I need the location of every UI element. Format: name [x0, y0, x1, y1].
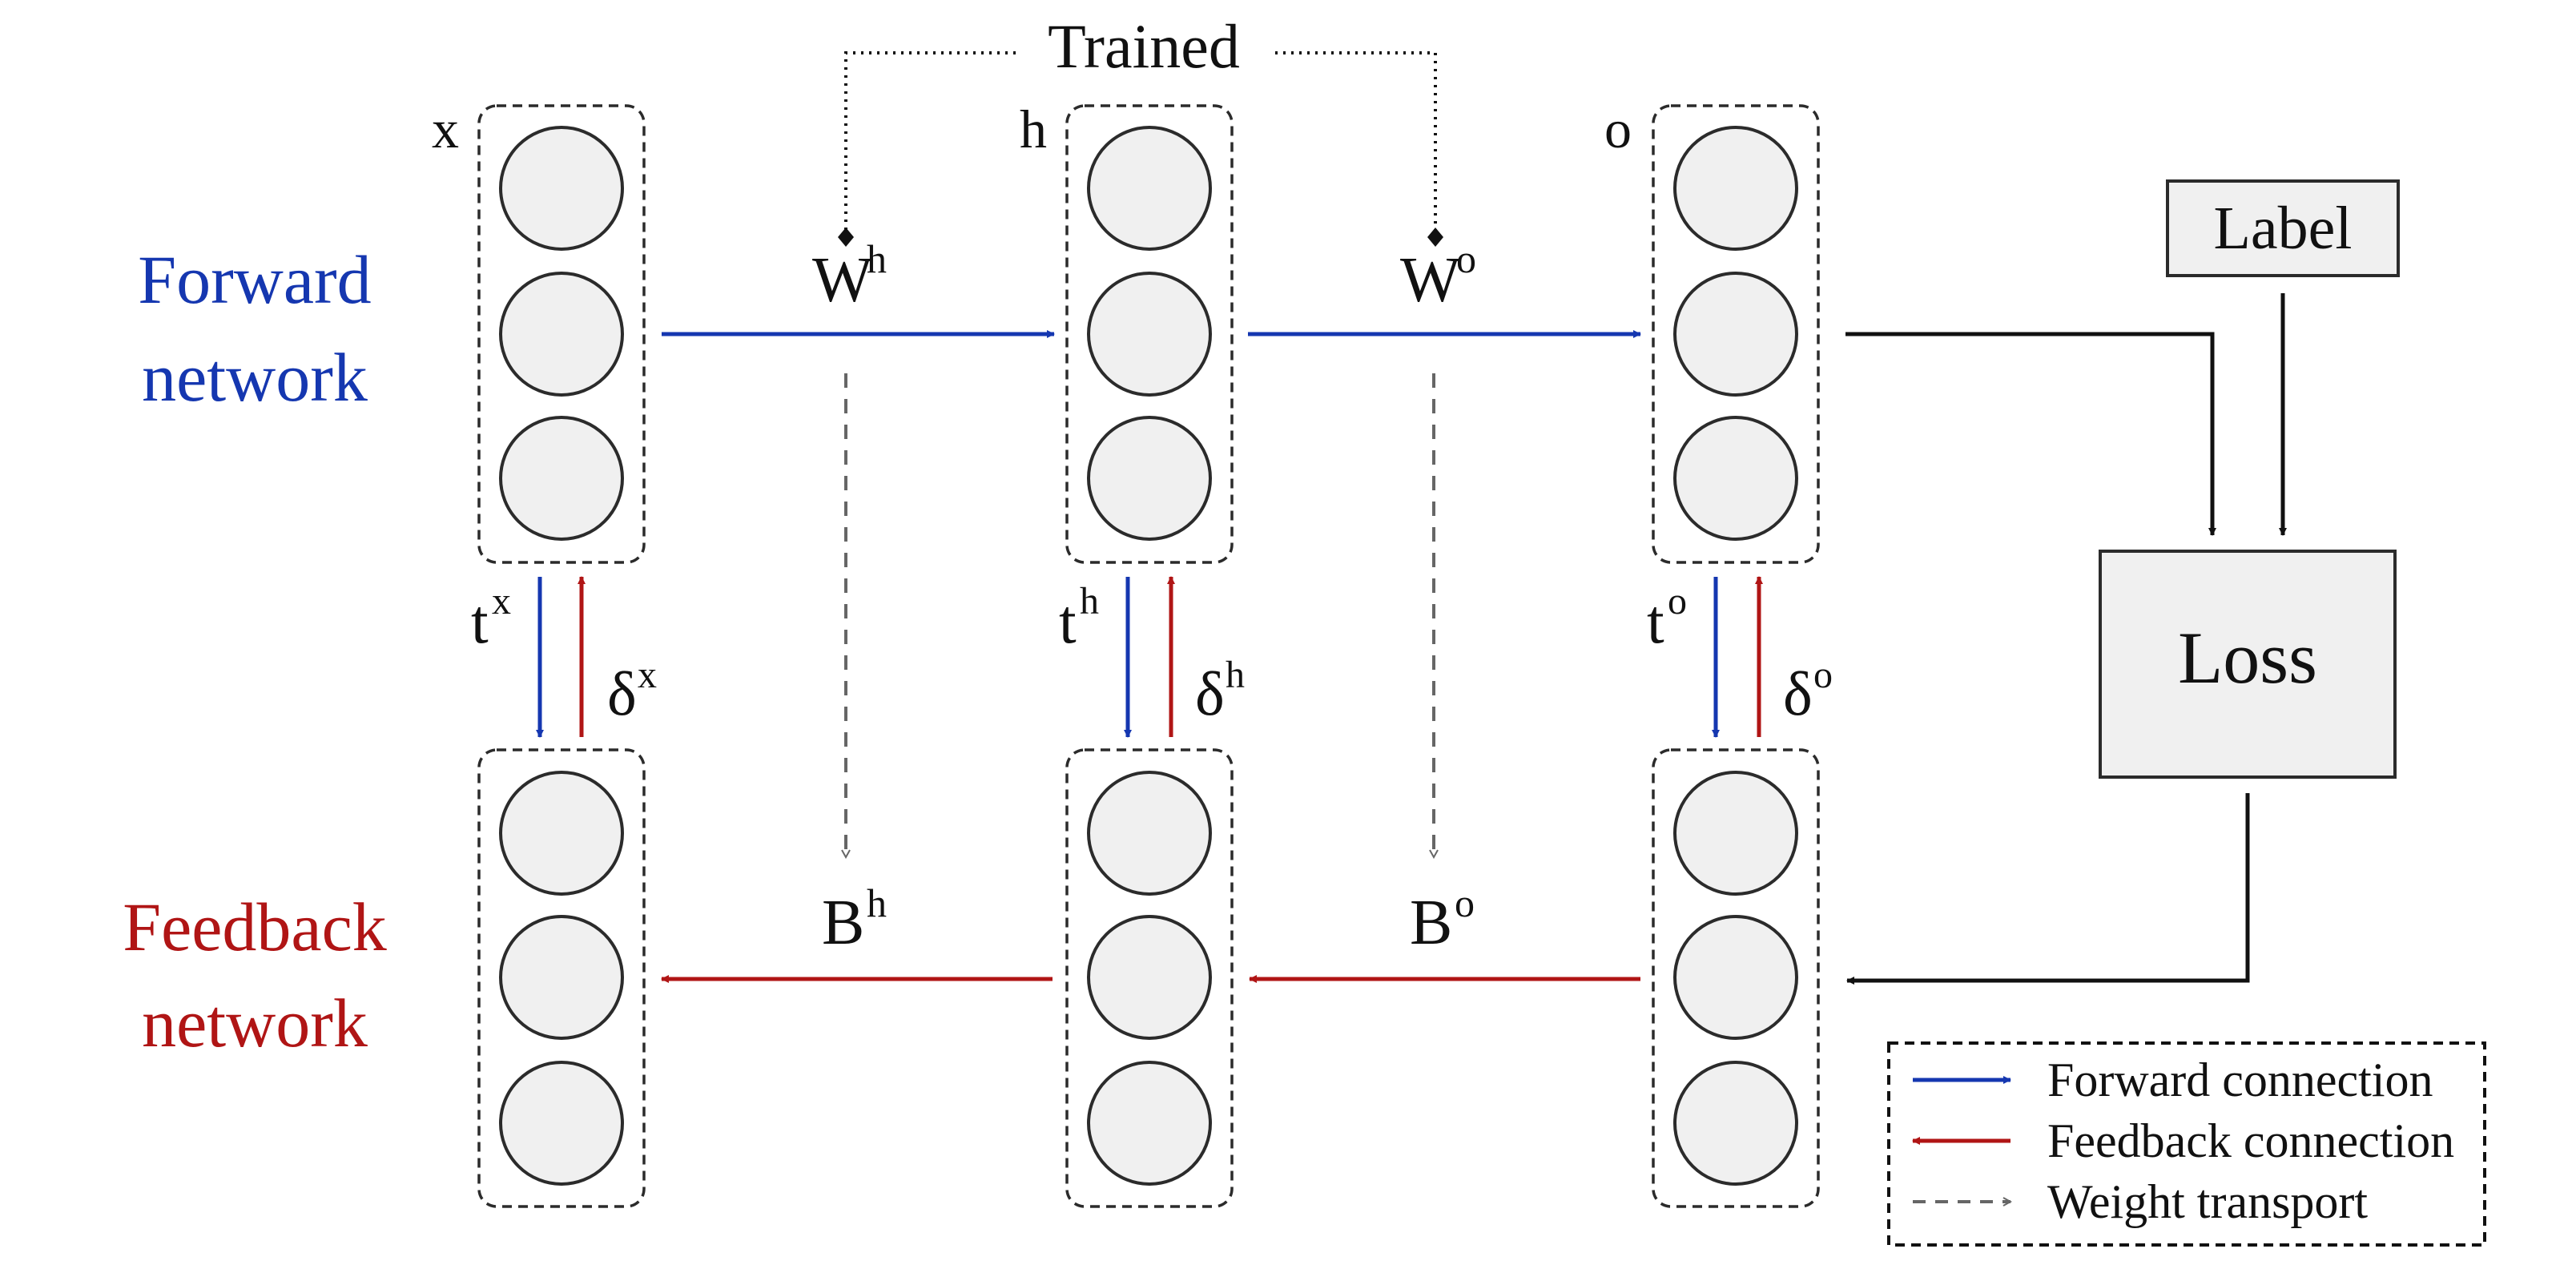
legend-label-feedback: Feedback connection	[2047, 1114, 2454, 1167]
target-h-base: t	[1059, 586, 1077, 656]
forward-network-title-line2: network	[142, 339, 368, 416]
neuron	[499, 1061, 624, 1186]
feedback-network-title-line1: Feedback	[123, 888, 387, 965]
weight-label-wh: W h	[812, 236, 887, 316]
layer-box	[1065, 104, 1234, 564]
neuron	[1673, 416, 1798, 541]
weight-wo-base: W	[1400, 245, 1461, 316]
delta-label-h: δ h	[1195, 654, 1245, 728]
label-box-text: Label	[2213, 195, 2352, 262]
forward-network-title-line1: Forward	[138, 241, 371, 318]
layer-box	[1065, 748, 1234, 1208]
feedback-layer-x	[477, 748, 646, 1208]
trained-dotted-line-left	[844, 51, 1016, 237]
weight-bh-sup: h	[867, 880, 887, 925]
legend-item-transport: Weight transport	[1913, 1175, 2368, 1228]
weight-label-wo: W o	[1400, 236, 1476, 316]
feedback-weight-label-bh: B h	[822, 880, 887, 958]
neuron	[1087, 915, 1212, 1040]
neuron	[499, 126, 624, 251]
target-h-sup: h	[1080, 580, 1099, 622]
neuron	[499, 416, 624, 541]
legend-label-transport: Weight transport	[2047, 1175, 2368, 1228]
diamond-marker-icon	[1427, 228, 1443, 247]
target-label-h: t h	[1059, 580, 1099, 656]
delta-o-sup: o	[1813, 654, 1833, 696]
target-x-sup: x	[492, 580, 511, 622]
loss-box-text: Loss	[2178, 617, 2317, 699]
trained-dotted-line-right	[1275, 51, 1437, 237]
neuron	[499, 771, 624, 896]
forward-layer-o	[1652, 104, 1820, 564]
neuron	[1087, 416, 1212, 541]
neuron	[1673, 771, 1798, 896]
forward-network-title: Forward network	[138, 241, 371, 416]
weight-wo-sup: o	[1456, 236, 1476, 281]
legend-label-forward: Forward connection	[2047, 1053, 2433, 1106]
feedback-network-title-line2: network	[142, 985, 368, 1062]
neuron	[1087, 272, 1212, 397]
loss-to-feedback-arrow	[1846, 793, 2250, 985]
weight-bh-base: B	[822, 888, 864, 958]
weight-wh-sup: h	[867, 236, 887, 281]
delta-x-sup: x	[638, 654, 657, 696]
loss-box: Loss	[2099, 550, 2397, 779]
delta-x-base: δ	[607, 659, 637, 728]
diamond-marker-icon	[838, 228, 854, 247]
neuron	[1673, 126, 1798, 251]
layer-box	[1652, 748, 1820, 1208]
legend-item-feedback: Feedback connection	[1912, 1114, 2454, 1167]
target-o-sup: o	[1668, 580, 1687, 622]
forward-layer-h	[1065, 104, 1234, 564]
feedback-layer-o	[1652, 748, 1820, 1208]
target-o-base: t	[1647, 586, 1664, 656]
target-label-x: t x	[471, 580, 511, 656]
weight-wh-base: W	[812, 245, 873, 316]
neuron	[1673, 1061, 1798, 1186]
label-box: Label	[2166, 179, 2400, 277]
legend: Forward connection Feedback connection W…	[1887, 1041, 2486, 1247]
neuron	[1087, 771, 1212, 896]
layer-box	[1652, 104, 1820, 564]
forward-layer-x	[477, 104, 646, 564]
feedback-weight-label-bo: B o	[1410, 880, 1475, 958]
layer-label-h: h	[1020, 99, 1047, 159]
output-to-loss-arrow	[1845, 332, 2216, 536]
neuron	[1087, 1061, 1212, 1186]
neuron	[1673, 272, 1798, 397]
neuron	[499, 272, 624, 397]
neuron	[1673, 915, 1798, 1040]
weight-bo-sup: o	[1455, 880, 1475, 925]
trained-label: Trained	[1048, 11, 1240, 81]
neuron	[1087, 126, 1212, 251]
delta-o-base: δ	[1783, 659, 1813, 728]
delta-label-x: δ x	[607, 654, 657, 728]
delta-h-sup: h	[1226, 654, 1245, 696]
layer-label-x: x	[432, 99, 459, 159]
legend-item-forward: Forward connection	[1913, 1053, 2433, 1106]
feedback-layer-h	[1065, 748, 1234, 1208]
delta-label-o: δ o	[1783, 654, 1833, 728]
feedback-network-title: Feedback network	[123, 888, 387, 1062]
delta-h-base: δ	[1195, 659, 1225, 728]
target-x-base: t	[471, 586, 489, 656]
target-label-o: t o	[1647, 580, 1687, 656]
layer-box	[477, 748, 646, 1208]
trained-bracket: Trained	[838, 11, 1443, 247]
layer-box	[477, 104, 646, 564]
legend-box	[1887, 1041, 2486, 1247]
neuron	[499, 915, 624, 1040]
weight-bo-base: B	[1410, 888, 1452, 958]
layer-label-o: o	[1604, 99, 1632, 159]
